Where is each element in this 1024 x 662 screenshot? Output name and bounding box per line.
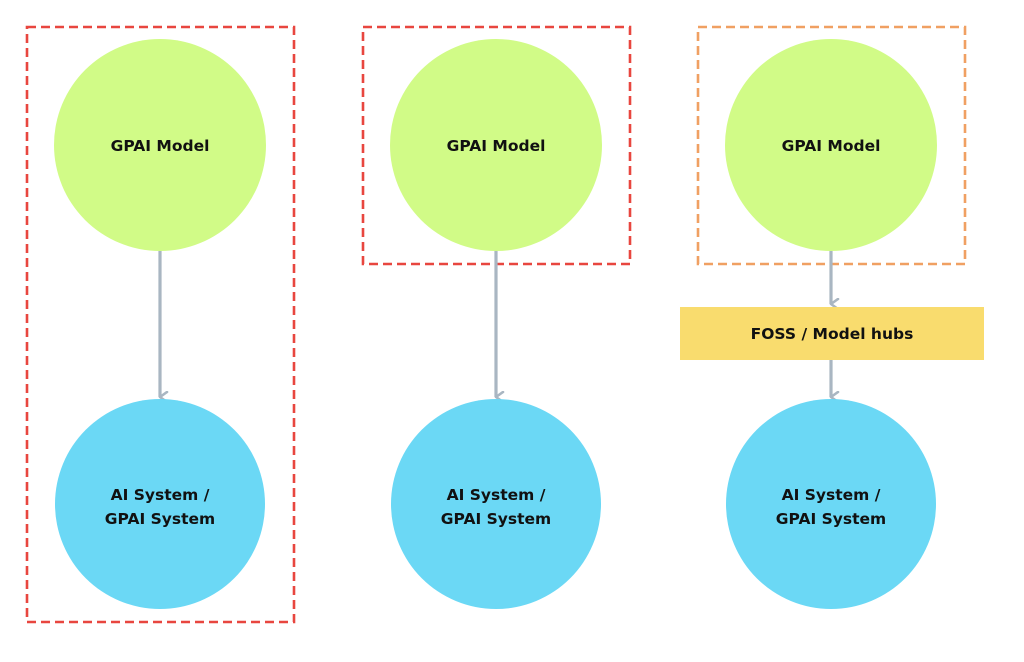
- ai-system-label-2-line-2: GPAI System: [441, 510, 551, 528]
- ai-system-node-2: [391, 399, 601, 609]
- ai-system-label-3-line-1: AI System /: [782, 486, 881, 504]
- gpai-model-label-3: GPAI Model: [782, 137, 881, 155]
- ai-system-label-1-line-2: GPAI System: [105, 510, 215, 528]
- ai-system-label-2-line-1: AI System /: [447, 486, 546, 504]
- ai-system-node-1: [55, 399, 265, 609]
- ai-system-label-3-line-2: GPAI System: [776, 510, 886, 528]
- column-1: GPAI Model AI System / GPAI System: [25, 25, 296, 624]
- gpai-model-label-2: GPAI Model: [447, 137, 546, 155]
- gpai-model-label-1: GPAI Model: [111, 137, 210, 155]
- column-3: GPAI Model FOSS / Model hubs AI System /…: [680, 25, 984, 609]
- ai-system-node-3: [726, 399, 936, 609]
- gpai-model-node-3: [725, 39, 937, 251]
- gpai-model-node-2: [390, 39, 602, 251]
- boundary-box-1: [25, 25, 296, 624]
- ai-system-label-1-line-1: AI System /: [111, 486, 210, 504]
- gpai-model-node-1: [54, 39, 266, 251]
- foss-model-hubs-box: [680, 307, 984, 360]
- column-2: GPAI Model AI System / GPAI System: [361, 25, 632, 609]
- foss-model-hubs-label: FOSS / Model hubs: [751, 325, 914, 343]
